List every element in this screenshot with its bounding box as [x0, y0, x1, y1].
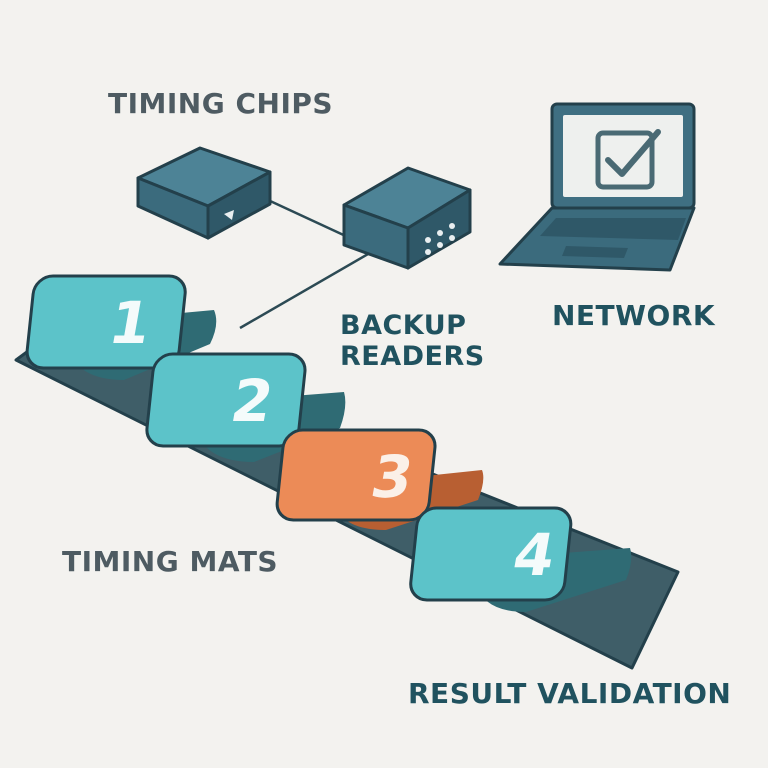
timing-chip-device	[136, 146, 272, 240]
result-validation-label: RESULT VALIDATION	[408, 677, 732, 710]
backup-readers-label: BACKUP READERS	[340, 310, 485, 373]
laptop-icon	[498, 102, 696, 272]
timing-mats-label: TIMING MATS	[62, 545, 279, 578]
backup-reader-device	[342, 166, 472, 270]
reader-indicator-lights	[425, 223, 455, 255]
timing-mat-pad-3	[275, 428, 484, 530]
timing-chips-label: TIMING CHIPS	[108, 87, 334, 120]
timing-mat-pad-2	[145, 352, 346, 462]
network-label: NETWORK	[552, 299, 716, 332]
timing-mat-pad-1	[25, 274, 217, 380]
cable-reader-to-mat	[239, 248, 376, 330]
checkmark-icon	[595, 129, 661, 190]
cable-chip-to-reader	[267, 198, 351, 240]
timing-mat-pad-4	[409, 506, 632, 612]
